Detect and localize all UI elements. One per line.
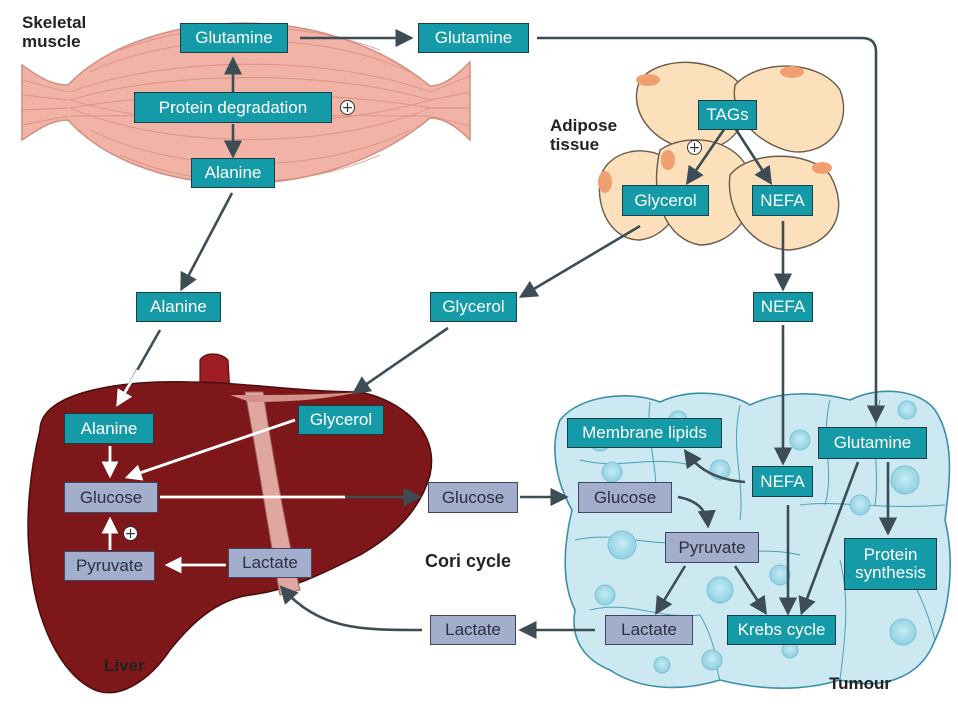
circulating-glucose-box: Glucose (428, 482, 518, 513)
protein-degradation-box: Protein degradation (134, 92, 332, 123)
circulating-glycerol-box: Glycerol (430, 292, 517, 322)
tumour-lactate-box: Lactate (605, 615, 693, 645)
membrane-lipids-box: Membrane lipids (567, 418, 722, 448)
liver-lactate-box: Lactate (228, 548, 312, 578)
liver-shape (27, 353, 433, 694)
liver-pyruvate-box: Pyruvate (64, 551, 155, 581)
gluconeogenesis-plus-icon: + (123, 525, 138, 542)
krebs-cycle-box: Krebs cycle (727, 615, 836, 645)
liver-label: Liver (104, 656, 145, 675)
liver-arrows (101, 329, 422, 574)
liver-glycerol-box: Glycerol (298, 405, 384, 435)
liver-glucose-box: Glucose (64, 482, 158, 513)
muscle-alanine-box: Alanine (191, 158, 275, 188)
protein-synthesis-box: Protein synthesis (844, 538, 937, 590)
tumour-label: Tumour (829, 674, 892, 693)
circulating-alanine-box: Alanine (136, 292, 221, 322)
adipose-tissue-label: Adipose tissue (550, 116, 618, 154)
tumour-glutamine-box: Glutamine (818, 427, 927, 459)
pathway-arrows (180, 28, 898, 640)
circulating-glutamine-box: Glutamine (418, 23, 529, 53)
stimulation-plus-icon: + (340, 99, 355, 116)
tumour-nefa-box: NEFA (752, 466, 813, 497)
adipose-glycerol-box: Glycerol (622, 185, 709, 216)
circulating-lactate-box: Lactate (430, 615, 516, 645)
cori-cycle-label: Cori cycle (425, 551, 512, 571)
tumour-pyruvate-box: Pyruvate (665, 532, 759, 563)
adipose-nefa-box: NEFA (752, 185, 813, 216)
skeletal-muscle-label: Skeletal muscle (22, 13, 87, 51)
lipolysis-plus-icon: + (687, 139, 702, 156)
adipose-tissue-shape (598, 61, 845, 251)
circulating-nefa-box: NEFA (753, 292, 813, 322)
muscle-glutamine-box: Glutamine (180, 23, 288, 53)
tumour-glucose-box: Glucose (578, 482, 672, 513)
tags-box: TAGs (698, 100, 757, 130)
liver-alanine-box: Alanine (64, 413, 154, 444)
